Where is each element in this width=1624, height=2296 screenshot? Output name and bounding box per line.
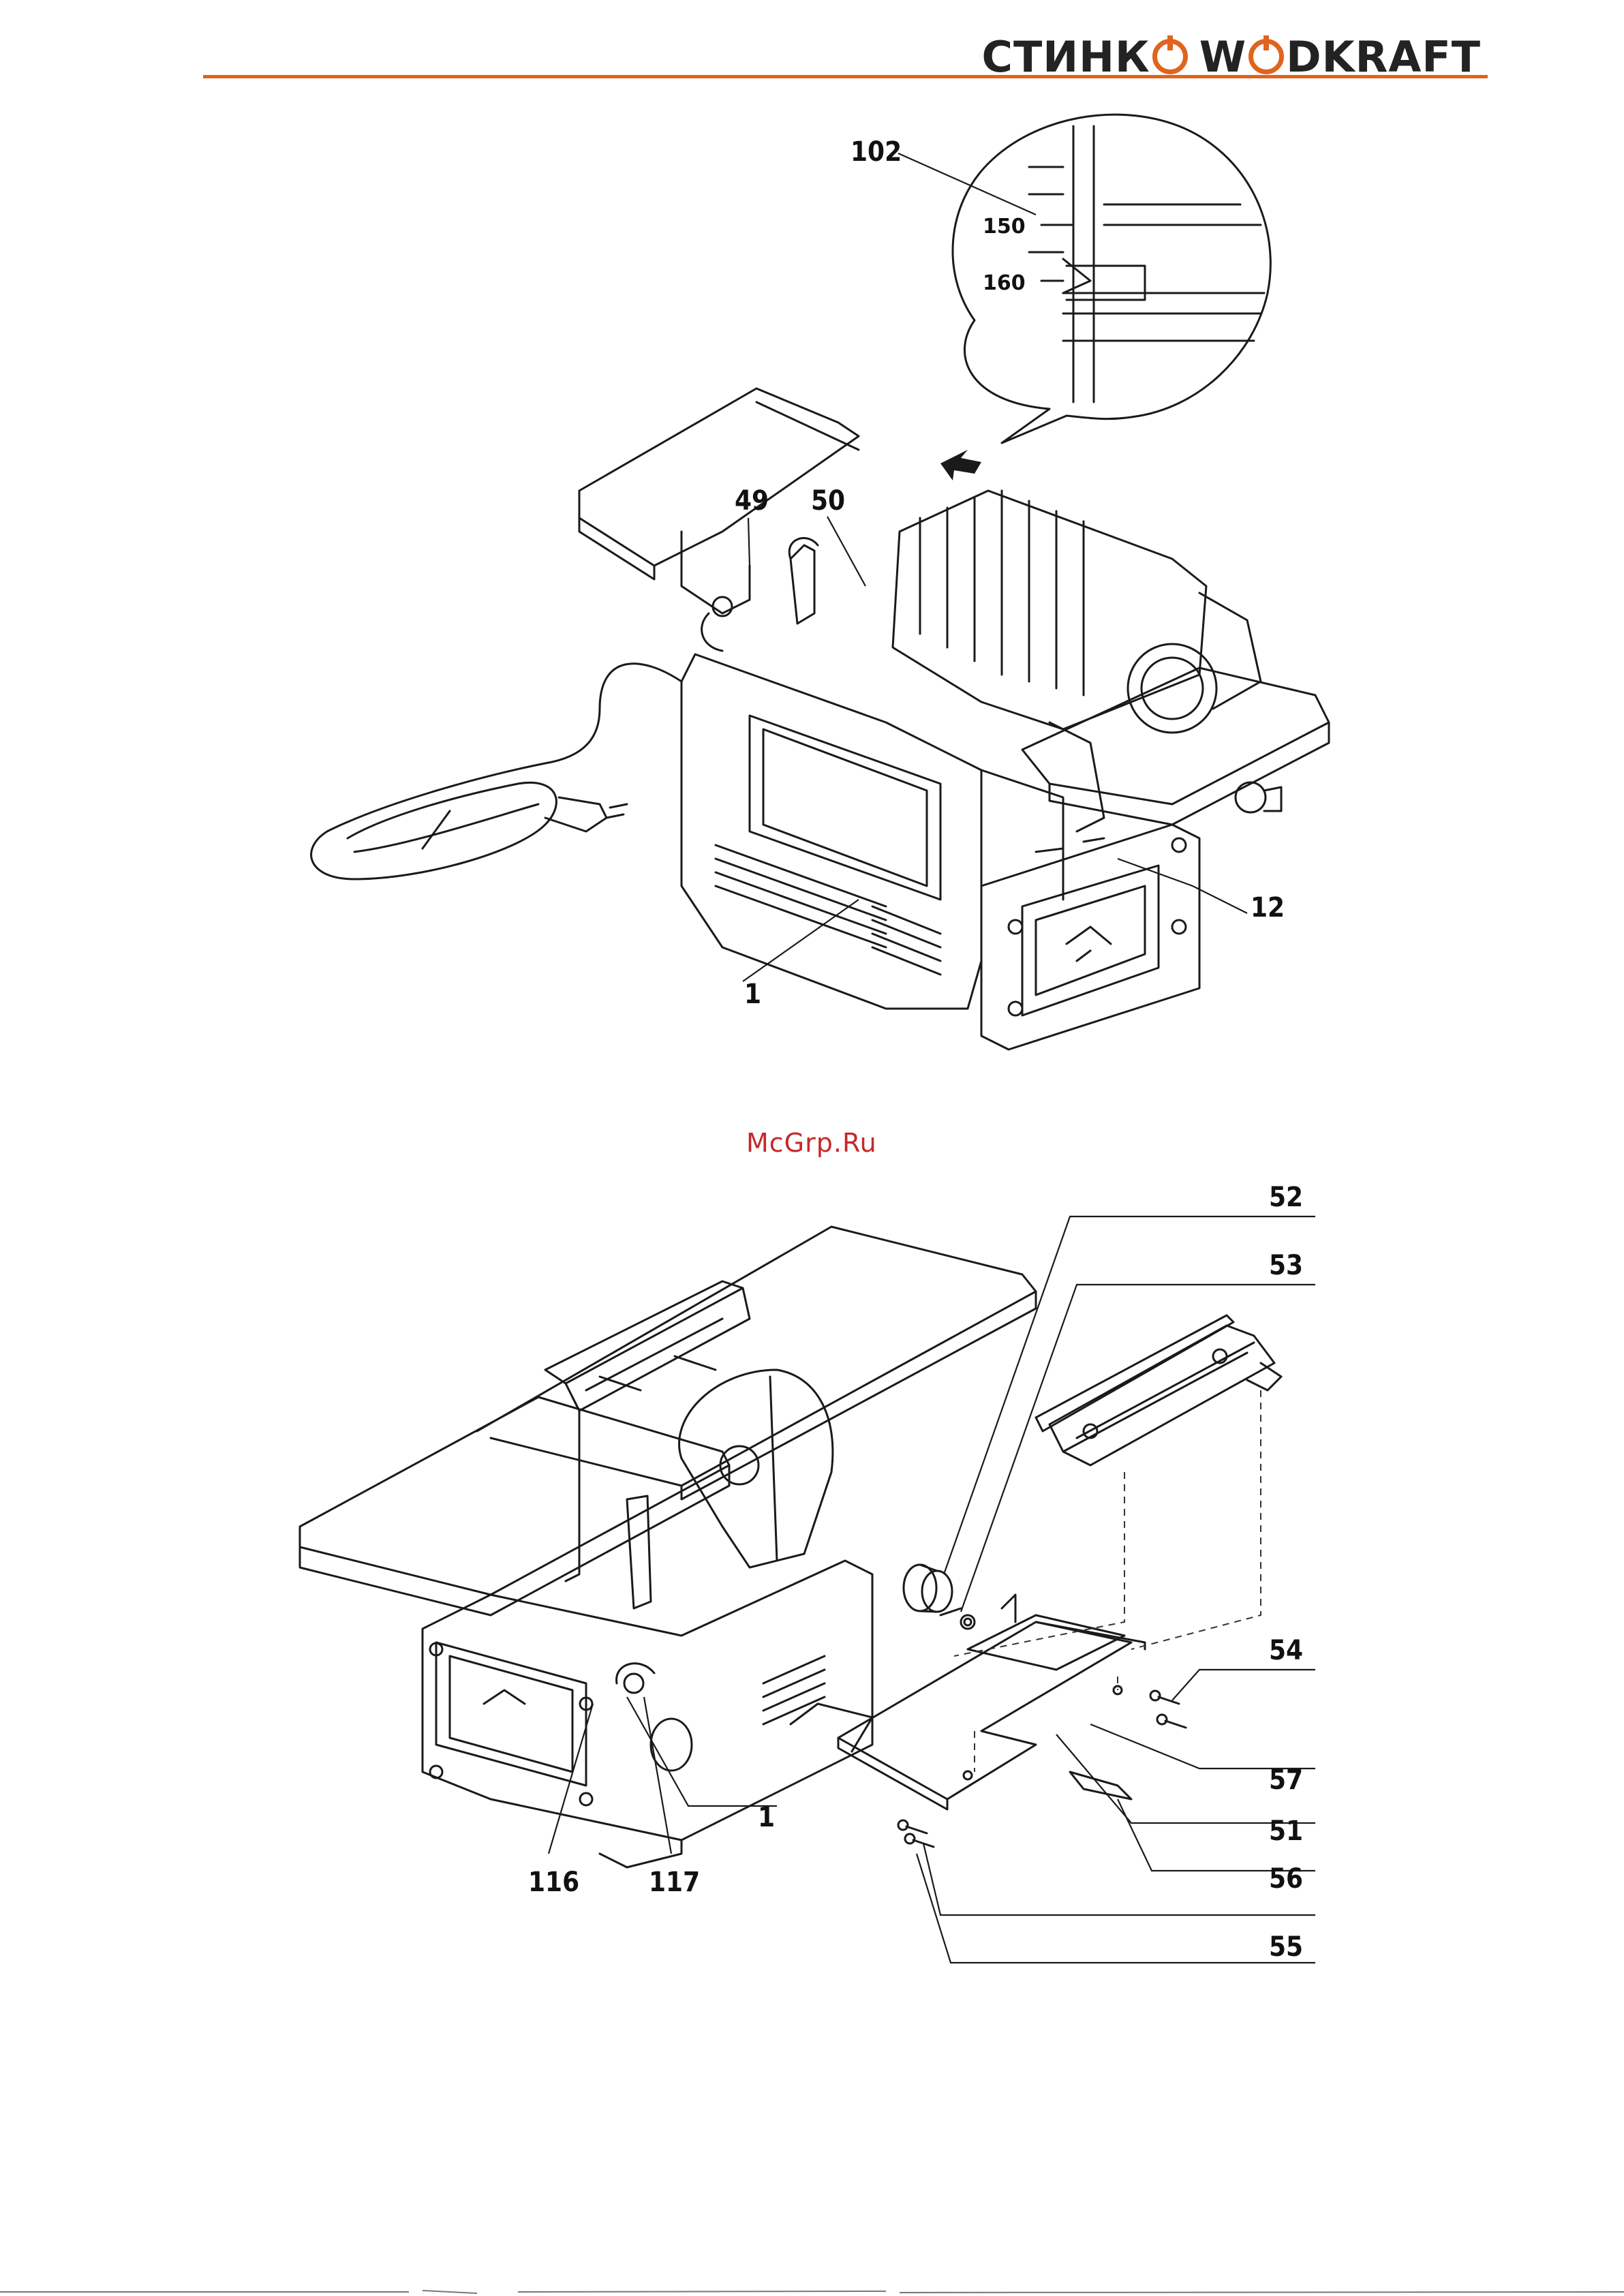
scale-label-150: 150 <box>983 215 1026 239</box>
callout-117: 117 <box>649 1867 700 1898</box>
assembly-dashed-lines <box>954 1390 1261 1772</box>
callout-52: 52 <box>1269 1182 1303 1213</box>
callout-49: 49 <box>735 485 769 517</box>
callout-53: 53 <box>1269 1250 1303 1281</box>
direction-arrow-icon <box>940 450 981 480</box>
callout-102: 102 <box>851 136 902 168</box>
callout-57: 57 <box>1269 1764 1303 1796</box>
scale-label-160: 160 <box>983 271 1026 295</box>
callout-55: 55 <box>1269 1931 1303 1963</box>
leader-lines <box>549 153 1315 1963</box>
callout-51: 51 <box>1269 1816 1303 1847</box>
top-figure-machine <box>311 114 1329 1050</box>
bottom-figure-machine <box>300 1227 1281 1867</box>
callout-54: 54 <box>1269 1635 1303 1666</box>
callout-56: 56 <box>1269 1863 1303 1895</box>
callout-1-bottom: 1 <box>758 1802 775 1833</box>
callout-116: 116 <box>528 1867 579 1898</box>
callout-1-top: 1 <box>744 979 761 1010</box>
callout-50: 50 <box>811 485 845 517</box>
callout-12: 12 <box>1251 892 1285 923</box>
bottom-scan-strip <box>0 2286 1624 2296</box>
watermark: McGrp.Ru <box>746 1128 877 1158</box>
